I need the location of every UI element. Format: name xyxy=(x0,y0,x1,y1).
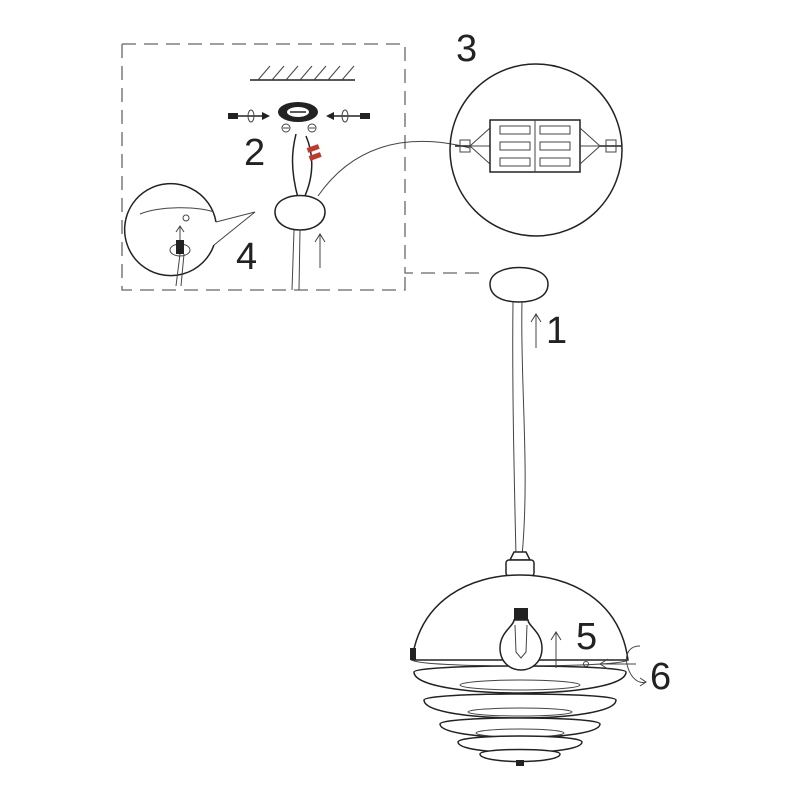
mounting-bracket xyxy=(278,102,318,122)
step-label-2: 2 xyxy=(244,132,266,174)
lamp-socket xyxy=(505,551,535,577)
step-label-6: 6 xyxy=(650,656,672,698)
screw-icon xyxy=(326,109,370,123)
rotate-arrow-icon xyxy=(599,645,647,687)
step-label-5: 5 xyxy=(576,616,598,658)
detail-connector xyxy=(317,141,471,197)
ceiling-hatch-icon xyxy=(250,65,355,81)
step-label-4: 4 xyxy=(236,236,258,278)
arrow-up-icon xyxy=(314,233,326,268)
supply-wires xyxy=(291,133,322,199)
screw-icon xyxy=(281,123,317,133)
set-screw-icon xyxy=(583,661,589,667)
arrow-up-icon xyxy=(530,313,542,348)
ceiling-canopy xyxy=(489,266,549,303)
step-label-1: 1 xyxy=(546,310,568,352)
shade-rings xyxy=(413,665,627,766)
screw-icon xyxy=(228,109,270,123)
light-bulb-icon xyxy=(499,608,543,671)
terminal-block-detail xyxy=(449,63,623,237)
detail-frame xyxy=(121,43,480,291)
arrow-up-icon xyxy=(550,631,562,668)
canopy-detail xyxy=(274,194,326,291)
suspension-cables xyxy=(512,301,526,557)
cable-grip-detail xyxy=(123,182,256,287)
step-label-3: 3 xyxy=(456,28,478,70)
